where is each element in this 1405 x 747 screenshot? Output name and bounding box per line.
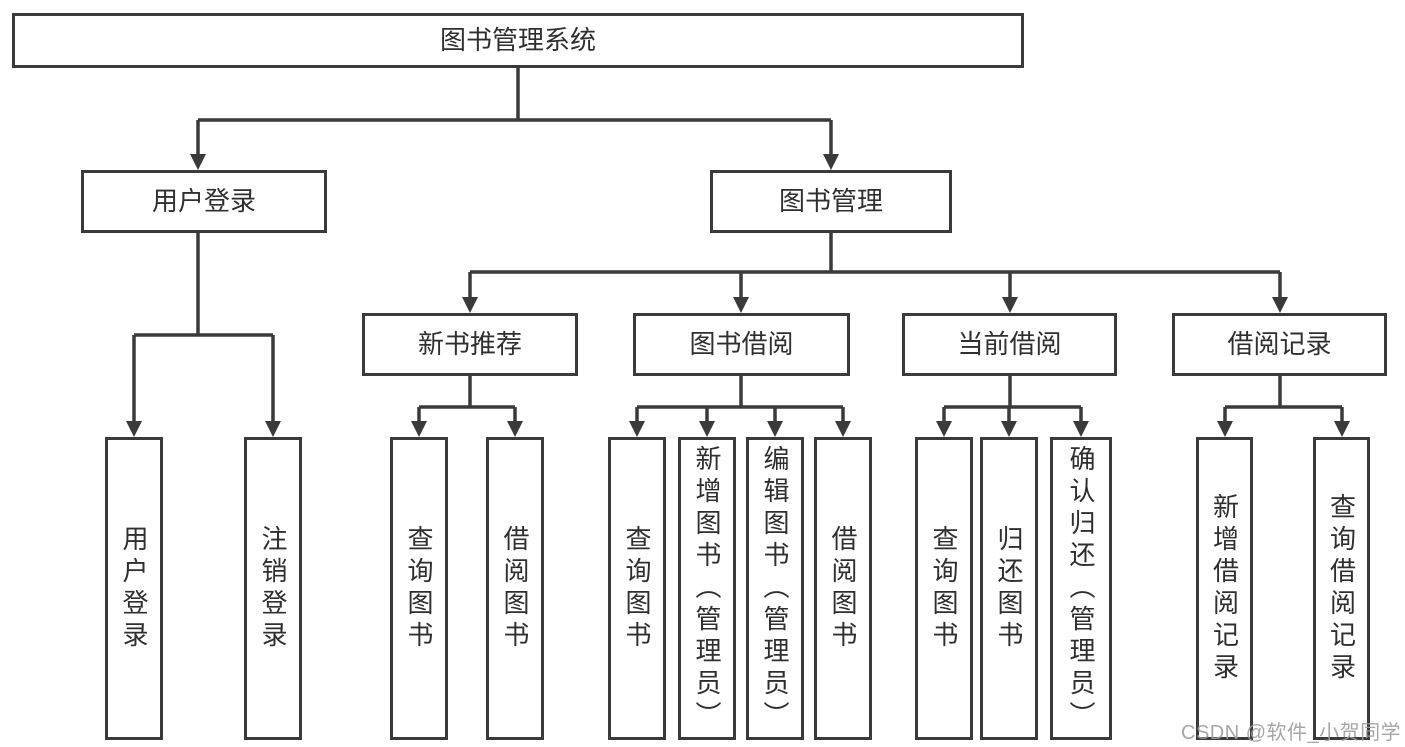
leaf-edit-books-admin: 编辑图书（管理员） bbox=[746, 437, 804, 740]
node-book-borrowing: 图书借阅 bbox=[633, 313, 850, 376]
leaf-logout: 注销登录 bbox=[244, 437, 302, 740]
node-book-management: 图书管理 bbox=[710, 170, 952, 233]
node-current-borrowing: 当前借阅 bbox=[902, 313, 1117, 376]
leaf-borrow-books-recommend: 借阅图书 bbox=[486, 437, 544, 740]
leaf-query-books-recommend: 查询图书 bbox=[390, 437, 448, 740]
leaf-add-borrow-record: 新增借阅记录 bbox=[1196, 437, 1253, 740]
leaf-add-books-admin: 新增图书（管理员） bbox=[678, 437, 736, 740]
leaf-query-books-borrowing: 查询图书 bbox=[608, 437, 666, 740]
leaf-confirm-return-admin: 确认归还（管理员） bbox=[1050, 437, 1112, 740]
node-borrowing-records: 借阅记录 bbox=[1172, 313, 1387, 376]
connector-book-mgmt-to-level2 bbox=[468, 233, 1282, 301]
leaf-query-books-current: 查询图书 bbox=[915, 437, 973, 740]
leaf-return-books: 归还图书 bbox=[980, 437, 1038, 740]
connector-current-borrow-to-leaves bbox=[942, 376, 1083, 425]
connector-user-login-to-leaves bbox=[132, 233, 275, 425]
connector-book-borrow-to-leaves bbox=[635, 376, 845, 425]
leaf-query-borrow-record: 查询借阅记录 bbox=[1313, 437, 1370, 740]
connector-borrow-record-to-leaves bbox=[1223, 376, 1344, 425]
leaf-borrow-books: 借阅图书 bbox=[814, 437, 872, 740]
connector-new-book-to-leaves bbox=[417, 376, 517, 425]
leaf-user-login: 用户登录 bbox=[105, 437, 163, 740]
node-user-login: 用户登录 bbox=[81, 170, 327, 233]
node-new-book-recommend: 新书推荐 bbox=[362, 313, 578, 376]
connector-root-to-level1 bbox=[196, 68, 833, 158]
csdn-watermark: CSDN @软件_小贺同学 bbox=[1181, 722, 1402, 744]
node-root-system: 图书管理系统 bbox=[12, 13, 1024, 68]
